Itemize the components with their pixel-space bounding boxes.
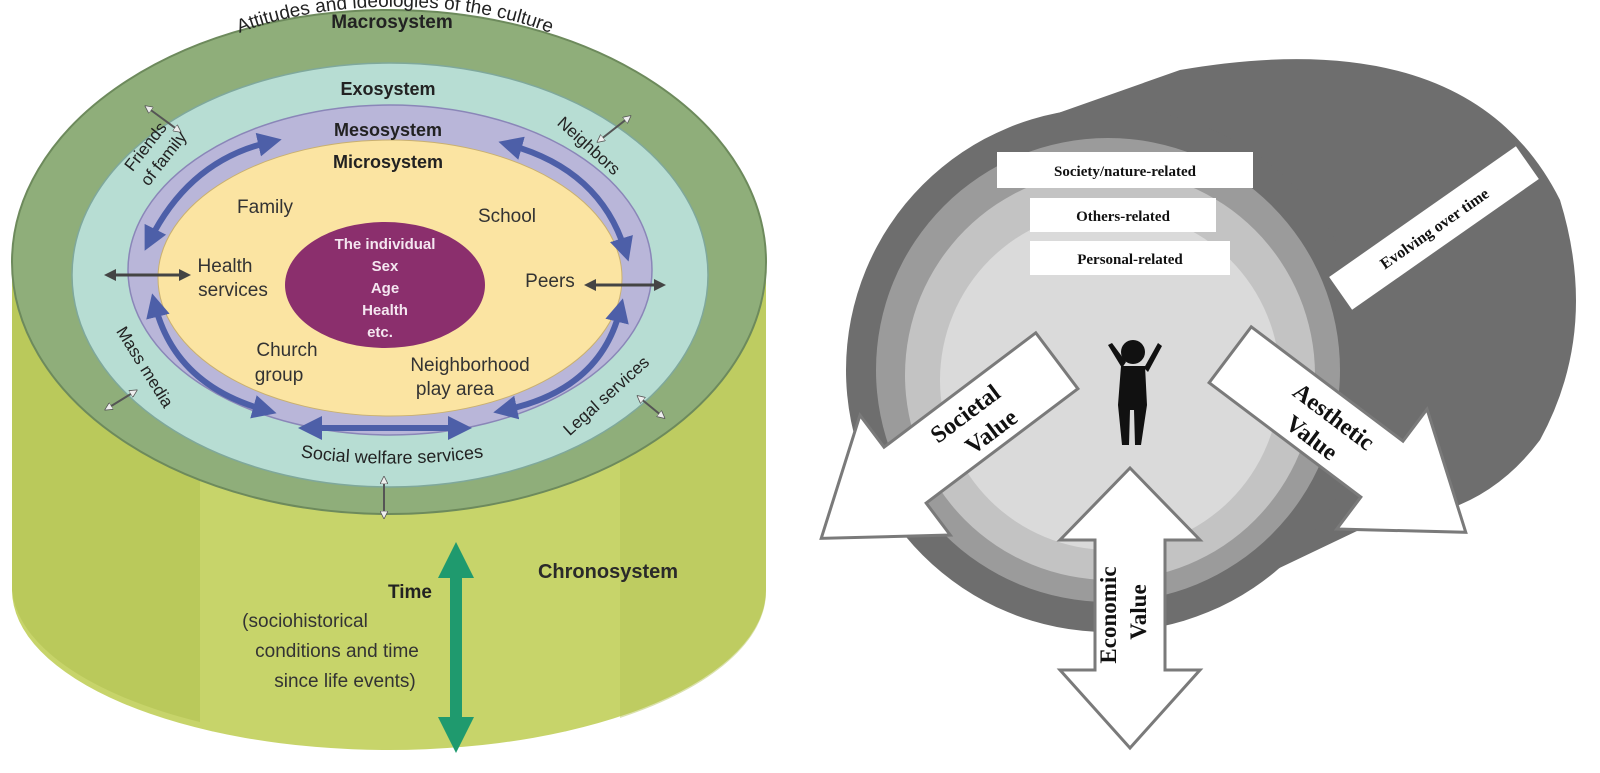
others-label: Others-related bbox=[1076, 209, 1171, 225]
micro-item-school: School bbox=[478, 206, 536, 227]
time-title: Time bbox=[388, 582, 432, 603]
individual-line-2: Sex bbox=[372, 258, 399, 275]
value-model: Society/nature-related Others-related Pe… bbox=[819, 59, 1576, 751]
time-line-3: since life events) bbox=[274, 671, 416, 692]
society-label: Society/nature-related bbox=[1054, 164, 1197, 180]
personal-label-box bbox=[1030, 241, 1230, 275]
economic-word-1: Economic bbox=[1096, 566, 1121, 663]
others-label-box bbox=[1030, 198, 1216, 232]
bronfenbrenner-model: Macrosystem Attitudes and ideologies of … bbox=[11, 0, 767, 753]
microsystem-title: Microsystem bbox=[333, 152, 443, 172]
micro-item-family: Family bbox=[237, 197, 293, 218]
macro-arrow-2 bbox=[600, 118, 628, 140]
individual-line-1: The individual bbox=[335, 236, 436, 253]
micro-item-neighborhood: Neighborhood bbox=[410, 355, 529, 376]
meso-arrow-bottom-right bbox=[493, 298, 629, 420]
individual-line-5: etc. bbox=[367, 324, 393, 341]
mesosystem-title: Mesosystem bbox=[334, 120, 442, 140]
economic-word-2: Value bbox=[1126, 584, 1151, 639]
individual-line-4: Health bbox=[362, 302, 408, 319]
meso-arrow-top-right bbox=[498, 136, 633, 262]
exosystem-title: Exosystem bbox=[340, 79, 435, 99]
societal-value-arrow: Societal Value bbox=[819, 330, 1081, 540]
micro-item-health: Health bbox=[198, 256, 253, 277]
micro-item-peers: Peers bbox=[525, 271, 575, 292]
evolving-label-box bbox=[1329, 146, 1539, 310]
child-icon bbox=[1108, 340, 1162, 445]
individual-line-3: Age bbox=[371, 280, 399, 297]
micro-item-play-area: play area bbox=[416, 379, 495, 400]
personal-label: Personal-related bbox=[1077, 252, 1183, 268]
micro-item-services: services bbox=[198, 280, 268, 301]
micro-item-group: group bbox=[255, 365, 304, 386]
society-label-box bbox=[997, 152, 1253, 188]
time-line-2: conditions and time bbox=[255, 641, 419, 662]
chronosystem-title: Chronosystem bbox=[538, 561, 678, 583]
macro-arrow-3 bbox=[108, 392, 134, 408]
micro-item-church: Church bbox=[256, 340, 317, 361]
economic-value-arrow: Economic Value bbox=[1056, 465, 1204, 751]
meso-arrow-top-left bbox=[144, 132, 282, 251]
individual-circle bbox=[285, 222, 485, 348]
macrosystem-title: Macrosystem bbox=[331, 12, 452, 33]
personal-core bbox=[940, 210, 1280, 550]
time-line-1: (sociohistorical bbox=[242, 611, 368, 632]
macro-arrow-1 bbox=[148, 108, 178, 130]
meso-arrow-bottom-left bbox=[146, 293, 277, 419]
macro-arrow-4 bbox=[640, 398, 662, 416]
